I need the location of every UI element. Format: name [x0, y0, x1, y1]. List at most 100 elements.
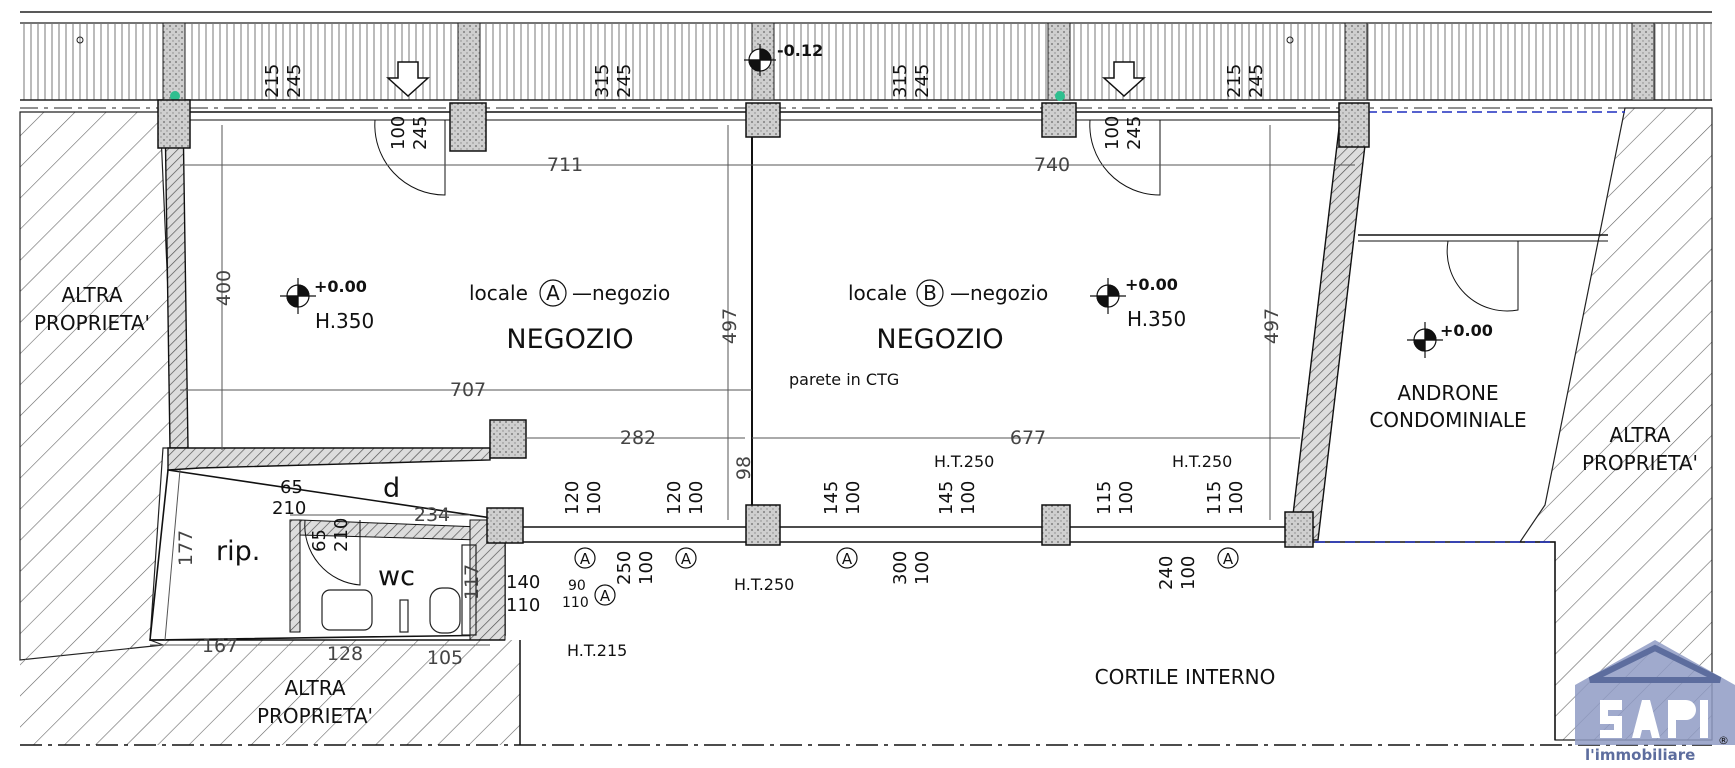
door2-w: 100	[1102, 116, 1123, 150]
dimension-labels: 711 740 707 677 282 400 497 497 98 177 2…	[175, 154, 1283, 669]
dim-711: 711	[547, 154, 583, 176]
dim-128: 128	[327, 643, 363, 665]
dim-234: 234	[414, 504, 450, 526]
room-labels: locale A —negozio NEGOZIO H.350 +0.00 lo…	[34, 41, 1698, 728]
walls	[20, 111, 1712, 746]
androne-line1: ANDRONE	[1397, 381, 1498, 405]
dim-167: 167	[202, 635, 238, 657]
low1-h: 100	[636, 551, 657, 585]
wc-win2-h: 110	[562, 595, 589, 611]
win2-h: 245	[614, 64, 635, 98]
marker-letter: A	[681, 550, 692, 568]
win2-w: 315	[592, 64, 613, 98]
win1-h: 245	[284, 64, 305, 98]
altra-bottom-2: PROPRIETA'	[257, 704, 373, 728]
sapi-logo: ®	[1575, 640, 1735, 747]
dim-707: 707	[450, 379, 486, 401]
win4-h: 245	[1246, 64, 1267, 98]
wc-fixtures	[321, 544, 477, 636]
locale-b-height: H.350	[1127, 307, 1186, 331]
win4-w: 215	[1224, 64, 1245, 98]
altra-right-2: PROPRIETA'	[1582, 451, 1698, 475]
dim-282: 282	[620, 427, 656, 449]
altra-right-1: ALTRA	[1609, 423, 1670, 447]
rear1-w: 120	[562, 481, 583, 515]
dim-740: 740	[1034, 154, 1070, 176]
locale-b-name: NEGOZIO	[876, 324, 1003, 355]
street-level: -0.12	[777, 41, 823, 60]
low3-w: 240	[1156, 556, 1177, 590]
rip-door-h: 210	[331, 518, 352, 552]
rear4-w: 145	[936, 481, 957, 515]
low1-w: 250	[614, 551, 635, 585]
neighbouring-property-areas	[19, 107, 1713, 745]
entrance-arrows	[386, 61, 1146, 98]
door1-h: 245	[410, 116, 431, 150]
locale-a-letter: A	[546, 281, 560, 305]
rear3-h: 100	[843, 481, 864, 515]
rip-door-w: 65	[309, 529, 330, 552]
dim-98: 98	[733, 456, 755, 480]
rear4-h: 100	[958, 481, 979, 515]
dim-677: 677	[1010, 427, 1046, 449]
dim-117: 117	[461, 564, 483, 600]
win3-w: 315	[890, 64, 911, 98]
dim-400: 400	[213, 270, 235, 306]
locale-b-prefix: locale	[848, 281, 907, 305]
svg-text:®: ®	[1718, 734, 1729, 747]
room-rip: rip.	[216, 536, 260, 567]
androne-level: +0.00	[1440, 321, 1493, 340]
low2-w: 300	[890, 551, 911, 585]
notes: parete in CTG H.T.250 H.T.250 H.T.250 H.…	[567, 370, 1232, 660]
locale-a-level: +0.00	[314, 277, 367, 296]
note-ht250-b: H.T.250	[1172, 452, 1232, 471]
dim-497-b: 497	[1261, 308, 1283, 344]
dimension-lines	[150, 125, 1355, 646]
rear5-w: 115	[1094, 481, 1115, 515]
sink	[429, 587, 461, 634]
rear5-h: 100	[1116, 481, 1137, 515]
marker-letter: A	[580, 550, 591, 568]
survey-marker	[1055, 91, 1065, 101]
locale-a-prefix: locale	[469, 281, 528, 305]
wc-win2-w: 90	[568, 578, 586, 594]
door2-h: 245	[1124, 116, 1145, 150]
wc-door-h: 210	[272, 498, 306, 519]
locale-a-height: H.350	[315, 309, 374, 333]
survey-marker	[170, 91, 180, 101]
rear6-w: 115	[1204, 481, 1225, 515]
rear2-w: 120	[664, 481, 685, 515]
locale-b-suffix: —negozio	[950, 281, 1048, 305]
rear2-h: 100	[686, 481, 707, 515]
wc-door-w: 65	[280, 477, 303, 498]
win1-w: 215	[262, 64, 283, 98]
wc-win-h: 110	[506, 595, 540, 616]
opening-sizes: 215 245 315 245 315 245 215 245 100 245 …	[262, 64, 1267, 616]
sidewalk-strip	[20, 11, 1712, 109]
door1-w: 100	[388, 116, 409, 150]
dim-177: 177	[175, 530, 197, 566]
level-markers	[280, 44, 1443, 358]
rear6-h: 100	[1226, 481, 1247, 515]
room-wc: wc	[378, 561, 415, 592]
marker-letter: A	[600, 587, 611, 605]
opening-markers	[539, 279, 1239, 606]
note-ht250-a: H.T.250	[934, 452, 994, 471]
room-d: d	[383, 473, 400, 504]
dim-105: 105	[427, 647, 463, 669]
pillars	[157, 99, 1370, 548]
altra-left-1: ALTRA	[61, 283, 122, 307]
logo-text: l'immobiliare	[1585, 746, 1696, 764]
rear3-w: 145	[821, 481, 842, 515]
androne-line2: CONDOMINIALE	[1369, 408, 1526, 432]
locale-a-suffix: —negozio	[572, 281, 670, 305]
rear1-h: 100	[584, 481, 605, 515]
note-ht215: H.T.215	[567, 641, 627, 660]
altra-bottom-1: ALTRA	[284, 676, 345, 700]
wc-win-w: 140	[506, 572, 540, 593]
marker-letter: A	[842, 550, 853, 568]
low3-h: 100	[1178, 556, 1199, 590]
locale-b-letter: B	[923, 281, 937, 305]
dim-497-a: 497	[719, 308, 741, 344]
